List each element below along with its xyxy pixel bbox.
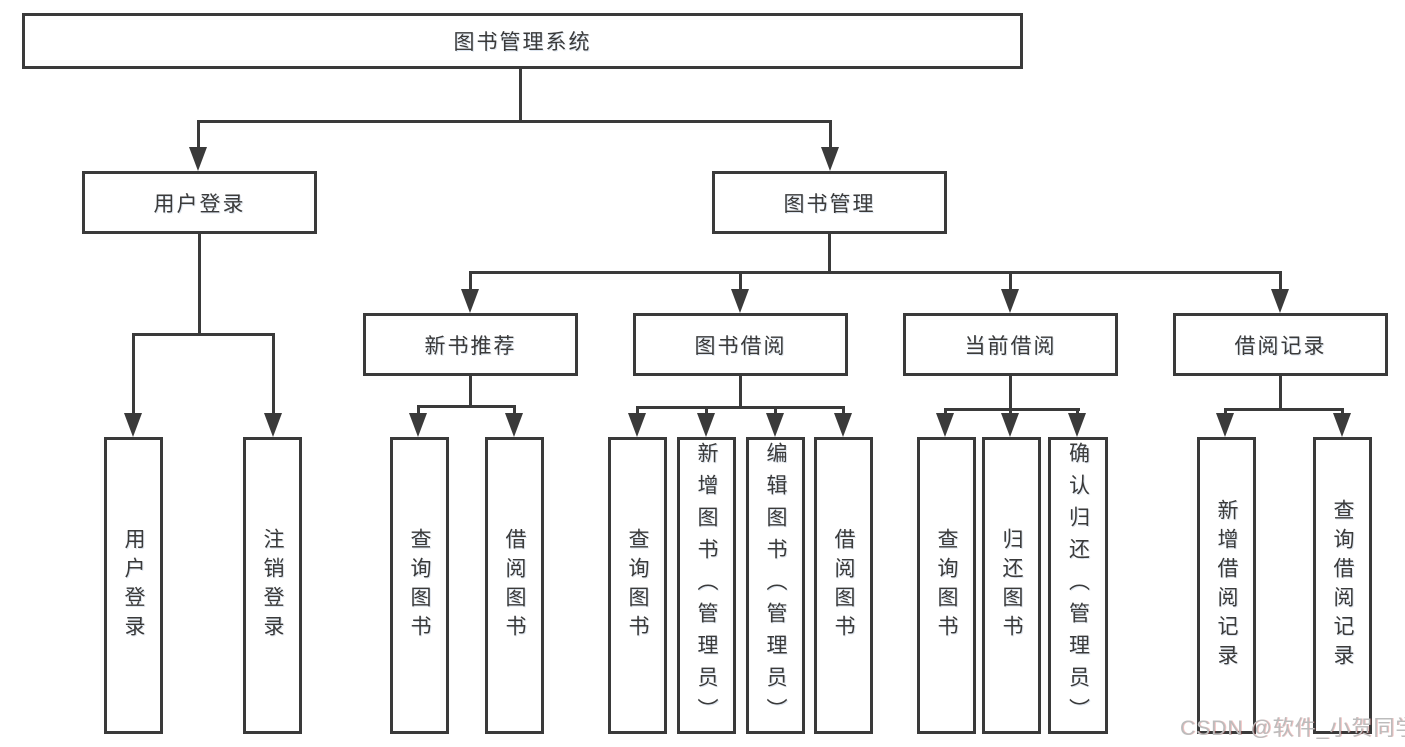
connector-drop-book-borrow [739,271,742,289]
connector-drop [1341,408,1344,413]
arrow-down-icon [731,289,749,313]
arrow-down-icon [1001,289,1019,313]
arrow-down-icon [1068,413,1086,437]
arrow-down-icon [409,413,427,437]
connector-bookmgmt-stem [828,232,831,271]
connector-drop [1009,408,1012,413]
leaf-add-books-admin: 新增图书（管理员） [677,437,736,734]
node-root-system: 图书管理系统 [22,13,1023,69]
arrow-down-icon [628,413,646,437]
connector-drop-current-borrow [1009,271,1012,289]
leaf-logout-login: 注销登录 [243,437,302,734]
connector-drop-leaf-login [132,333,135,413]
leaf-query-borrow-record: 查询借阅记录 [1313,437,1372,734]
connector-drop-borrow-records [1279,271,1282,289]
leaf-query-books: 查询图书 [917,437,976,734]
node-book-borrow: 图书借阅 [633,313,848,376]
connector-drop [944,408,947,413]
connector-drop-book-mgmt [829,120,832,147]
connector-currentborrow-stem [1009,374,1012,408]
connector-drop-leaf-logout [272,333,275,413]
leaf-borrow-books: 借阅图书 [814,437,873,734]
leaf-query-books: 查询图书 [608,437,667,734]
connector-drop-user-login [197,120,200,147]
arrow-down-icon [834,413,852,437]
connector-drop [1076,408,1079,413]
watermark: CSDN @软件_小贺同学 [1180,717,1405,740]
connector-root-bar [197,120,832,123]
connector-newbooks-stem [469,374,472,405]
node-new-book-recommend: 新书推荐 [363,313,578,376]
connector-drop [842,406,845,413]
connector-newbooks-bar [417,405,516,408]
connector-userlogin-stem [198,232,201,333]
arrow-down-icon [124,413,142,437]
leaf-confirm-return-admin: 确认归还（管理员） [1048,437,1108,734]
connector-drop-new-books [469,271,472,289]
arrow-down-icon [1271,289,1289,313]
connector-userlogin-bar [132,333,275,336]
arrow-down-icon [505,413,523,437]
arrow-down-icon [1001,413,1019,437]
connector-drop [417,405,420,413]
node-current-borrow: 当前借阅 [903,313,1118,376]
leaf-return-books: 归还图书 [982,437,1041,734]
arrow-down-icon [1333,413,1351,437]
connector-bookmgmt-bar [469,271,1282,274]
connector-borrowrecords-bar [1224,408,1344,411]
arrow-down-icon [936,413,954,437]
connector-drop [1224,408,1227,413]
leaf-query-books: 查询图书 [390,437,449,734]
connector-currentborrow-bar [944,408,1080,411]
arrow-down-icon [821,147,839,171]
node-borrow-records: 借阅记录 [1173,313,1388,376]
arrow-down-icon [697,413,715,437]
leaf-borrow-books: 借阅图书 [485,437,544,734]
connector-drop [705,406,708,413]
arrow-down-icon [766,413,784,437]
arrow-down-icon [189,147,207,171]
connector-bookborrow-stem [739,374,742,406]
leaf-add-borrow-record: 新增借阅记录 [1197,437,1256,734]
connector-bookborrow-bar [636,406,845,409]
connector-borrowrecords-stem [1279,374,1282,408]
connector-drop [636,406,639,413]
connector-drop [774,406,777,413]
arrow-down-icon [264,413,282,437]
arrow-down-icon [1216,413,1234,437]
node-user-login: 用户登录 [82,171,317,234]
connector-drop [513,405,516,413]
connector-root-stem [519,67,522,120]
node-book-management: 图书管理 [712,171,947,234]
leaf-user-login: 用户登录 [104,437,163,734]
arrow-down-icon [461,289,479,313]
leaf-edit-books-admin: 编辑图书（管理员） [746,437,805,734]
